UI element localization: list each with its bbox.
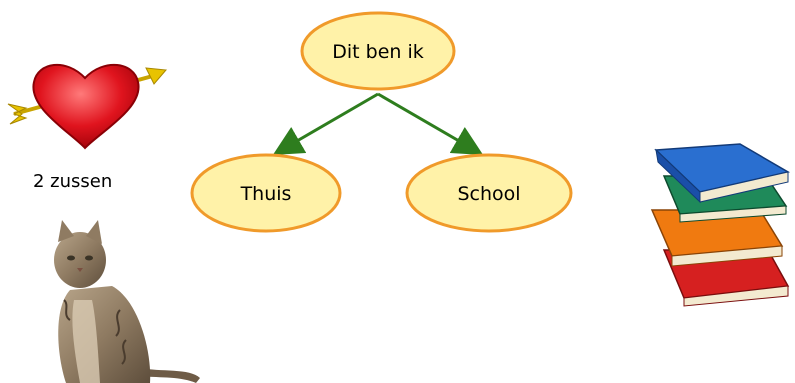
node-school-label: School: [457, 183, 520, 205]
node-root[interactable]: Dit ben ik: [300, 11, 456, 91]
sisters-label: 2 zussen: [33, 171, 113, 192]
connector-root-to-thuis: [272, 92, 379, 156]
node-thuis[interactable]: Thuis: [190, 153, 342, 233]
connector-root-to-school: [377, 92, 484, 156]
stack-of-books-icon: [650, 143, 791, 307]
node-school[interactable]: School: [405, 153, 573, 233]
node-thuis-label: Thuis: [240, 183, 292, 205]
heart-with-arrow-icon: [7, 63, 168, 150]
node-root-label: Dit ben ik: [332, 41, 424, 63]
cat-icon: [54, 220, 200, 383]
